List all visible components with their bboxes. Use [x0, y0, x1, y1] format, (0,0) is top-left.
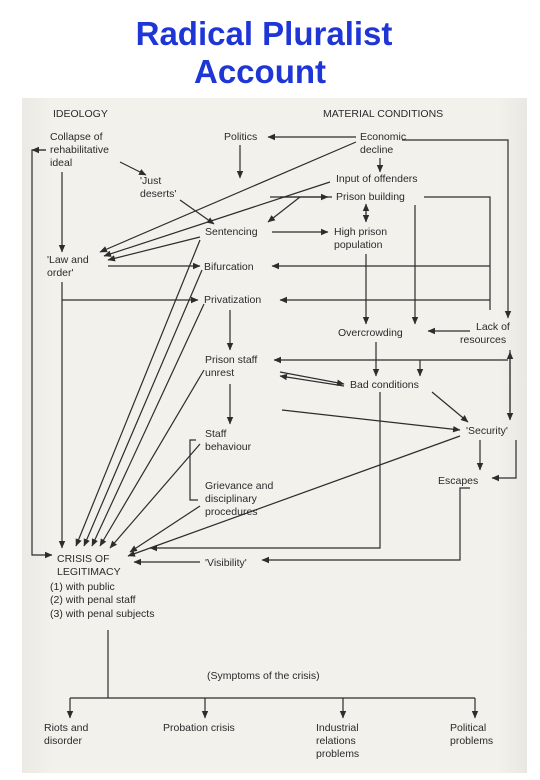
arrow-law-order-to-privatization	[61, 282, 199, 304]
arrow-bad-conditions-to-unrest	[279, 373, 345, 387]
node-grievance-line-1: Grievance and	[205, 480, 273, 492]
arrow-sentencing-to-crisis	[75, 239, 201, 547]
node-crisis-line-2: LEGITIMACY	[57, 566, 121, 578]
node-crisis-penal-staff: (2) with penal staff	[50, 594, 136, 606]
node-economic-line-2: decline	[360, 144, 393, 156]
arrow-bad-conditions-to-security	[431, 391, 469, 423]
arrow-escapes-to-visibility	[261, 487, 470, 564]
node-symptoms: (Symptoms of the crisis)	[207, 670, 320, 682]
material-conditions-header: MATERIAL CONDITIONS	[323, 108, 443, 120]
ideology-header: IDEOLOGY	[53, 108, 108, 120]
node-collapse-line-2: rehabilitative	[50, 144, 109, 156]
node-staff-behaviour-line-1: Staff	[205, 428, 226, 440]
node-escapes: Escapes	[438, 475, 478, 487]
node-prison-building: Prison building	[336, 191, 405, 203]
node-law-order-line-2: order'	[47, 267, 74, 279]
node-privatization: Privatization	[204, 294, 261, 306]
node-crisis-penal-subjects: (3) with penal subjects	[50, 608, 154, 620]
node-probation-crisis: Probation crisis	[163, 722, 235, 734]
node-grievance-line-3: procedures	[205, 506, 258, 518]
node-staff-unrest-line-1: Prison staff	[205, 354, 257, 366]
node-bifurcation: Bifurcation	[204, 261, 254, 273]
node-just-deserts-line-2: deserts'	[140, 188, 176, 200]
node-high-prison-line-1: High prison	[334, 226, 387, 238]
node-collapse-line-3: ideal	[50, 157, 72, 169]
arrow-collapse-to-just-deserts	[119, 161, 147, 176]
arrow-security-to-escapes-right	[491, 440, 517, 482]
node-high-prison-line-2: population	[334, 239, 383, 251]
arrow-just-deserts-to-sentencing	[179, 199, 215, 225]
node-staff-unrest-line-2: unrest	[205, 367, 234, 379]
node-politics: Politics	[224, 131, 257, 143]
arrow-security-to-crisis	[127, 435, 461, 557]
node-security: 'Security'	[466, 425, 508, 437]
line-prison-building-right	[424, 196, 491, 310]
node-crisis-public: (1) with public	[50, 581, 115, 593]
diagram-connectors	[31, 133, 517, 719]
node-industrial-line-2: relations	[316, 735, 356, 747]
scanned-figure-background	[22, 98, 527, 773]
arrow-economic-to-lack	[402, 139, 512, 319]
node-industrial-line-1: Industrial	[316, 722, 359, 734]
node-law-order-line-1: 'Law and	[47, 254, 89, 266]
arrow-bad-conditions-to-crisis	[149, 392, 381, 552]
node-grievance-line-2: disciplinary	[205, 493, 258, 505]
node-staff-behaviour-line-2: behaviour	[205, 441, 252, 453]
bracket-behaviour-grievance	[189, 439, 198, 501]
arrow-unrest-to-bad-conditions	[279, 371, 345, 386]
node-visibility: 'Visibility'	[205, 557, 247, 569]
node-political-line-1: Political	[450, 722, 486, 734]
node-input-of-offenders: Input of offenders	[336, 173, 418, 185]
arrow-prison-building-to-sentencing	[267, 196, 301, 223]
arrow-input-to-law-order	[103, 181, 331, 257]
page-title-line-2: Account	[194, 53, 326, 90]
node-bad-conditions: Bad conditions	[350, 379, 419, 391]
node-economic-line-1: Economic	[360, 131, 406, 143]
arrow-behaviour-to-crisis	[109, 443, 201, 549]
node-lack-line-2: resources	[460, 334, 506, 346]
page-title-line-1: Radical Pluralist	[135, 15, 393, 52]
arrow-bifurcation-to-crisis	[83, 269, 203, 547]
node-riots-line-2: disorder	[44, 735, 82, 747]
arrow-sentencing-to-law-order	[107, 236, 201, 262]
node-riots-line-1: Riots and	[44, 722, 89, 734]
node-overcrowding: Overcrowding	[338, 327, 403, 339]
node-political-line-2: problems	[450, 735, 493, 747]
arrow-economic-to-law-order	[99, 141, 357, 253]
node-sentencing: Sentencing	[205, 226, 258, 238]
node-industrial-line-3: problems	[316, 748, 359, 760]
node-just-deserts-line-1: 'Just	[140, 175, 161, 187]
arrow-privatization-to-crisis	[91, 303, 205, 547]
node-lack-line-1: Lack of	[476, 321, 510, 333]
arrow-grievance-to-crisis	[129, 505, 201, 553]
arrow-unrest-to-crisis	[99, 369, 205, 547]
arrow-unrest-to-security	[281, 409, 461, 433]
node-collapse-line-1: Collapse of	[50, 131, 103, 143]
arrow-collapse-loop-to-crisis	[31, 149, 53, 559]
node-crisis-line-1: CRISIS OF	[57, 553, 110, 565]
